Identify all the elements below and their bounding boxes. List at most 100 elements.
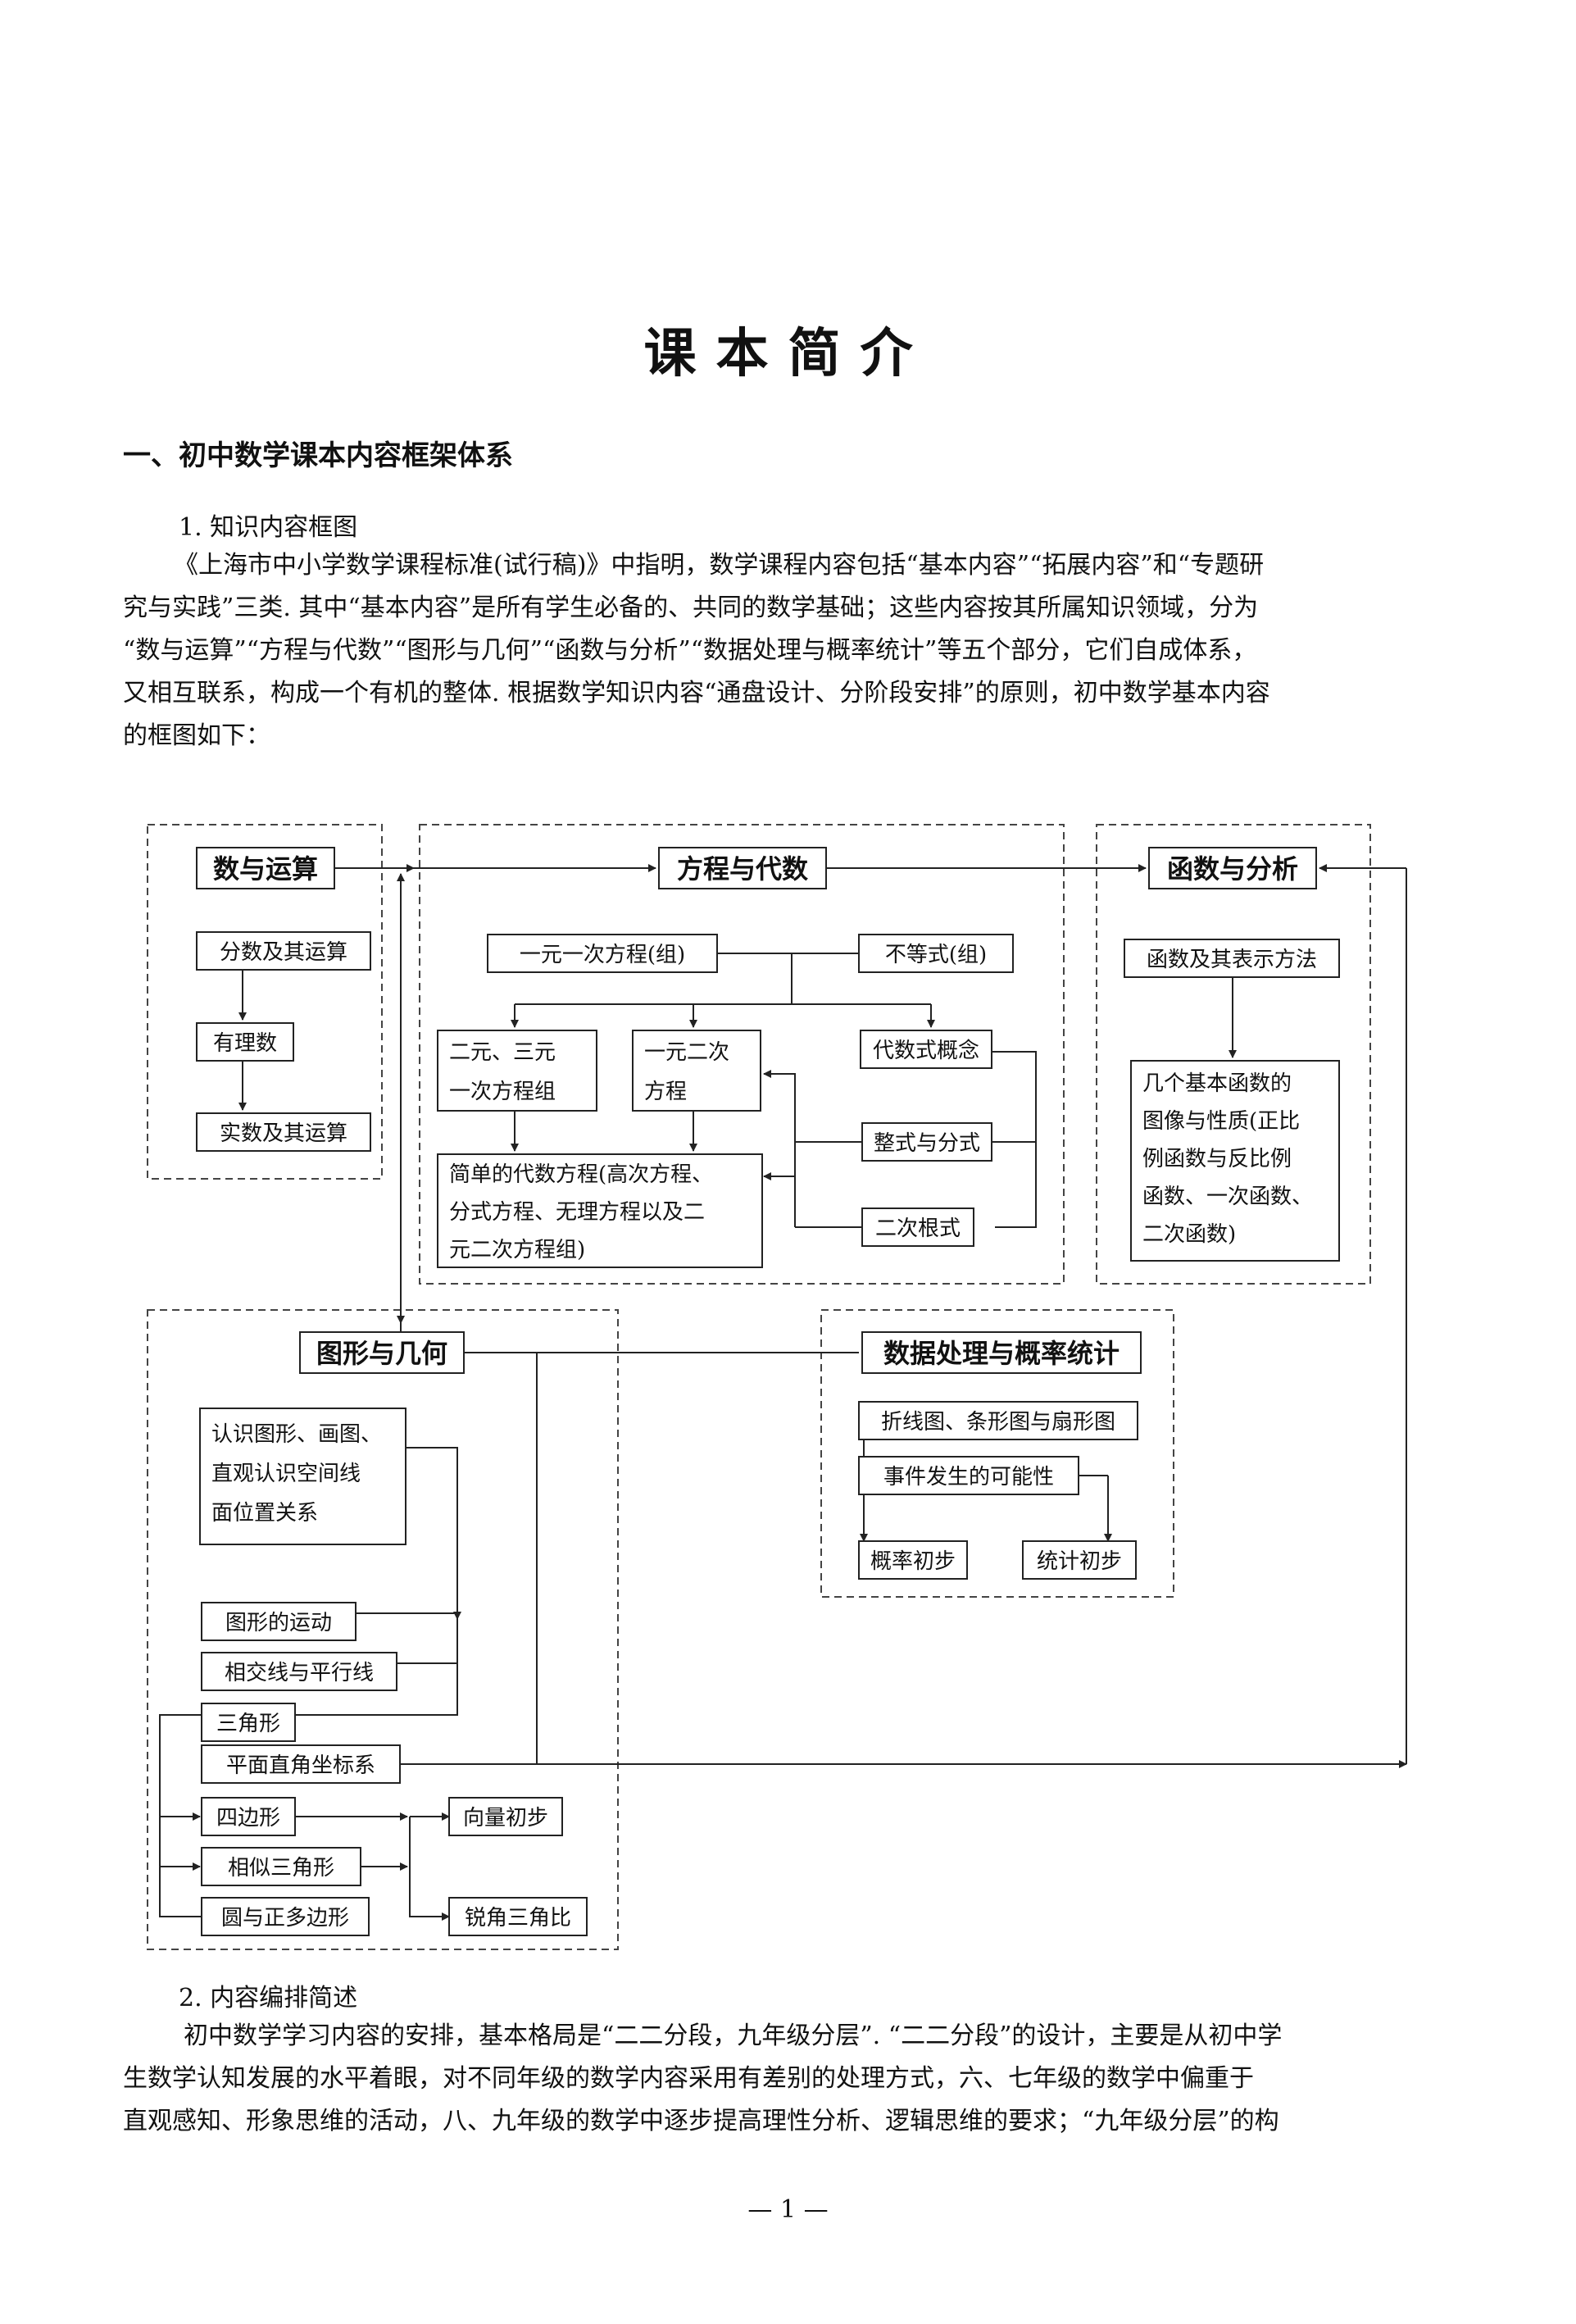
label-similar-triangles: 相似三角形 [228,1856,334,1881]
label-polynomials: 整式与分式 [874,1131,980,1156]
box-statistics-intro: 统计初步 [1022,1540,1137,1580]
label-simple-line1: 简单的代数方程(高次方程、 [449,1162,713,1187]
label-multivar-line1: 二元、三元 [449,1040,556,1065]
arrow-into-quadratic [763,1070,796,1227]
box-recognize-shapes: 认识图形、画图、 直观认识空间线 面位置关系 [199,1408,406,1545]
label-quadrilateral: 四边形 [216,1806,280,1831]
label-fractions: 分数及其运算 [220,940,347,965]
box-simple-equations: 简单的代数方程(高次方程、 分式方程、无理方程以及二 元二次方程组) [437,1153,763,1268]
label-statistics-probability: 数据处理与概率统计 [883,1338,1120,1369]
section-heading: 一、初中数学课本内容框架体系 [123,439,513,472]
box-number-operations: 数与运算 [196,847,335,889]
intro-line: 《上海市中小学数学课程标准(试行稿)》中指明，数学课程内容包括“基本内容”“拓展… [174,551,1265,580]
label-quadratic-line2: 方程 [644,1080,687,1104]
label-event-probability: 事件发生的可能性 [883,1465,1054,1489]
box-vector: 向量初步 [448,1797,563,1836]
label-recognize-line3: 面位置关系 [211,1501,318,1526]
label-triangle: 三角形 [216,1712,280,1736]
label-recognize-line2: 直观认识空间线 [211,1462,361,1486]
label-quadratic-line1: 一元二次 [644,1040,729,1065]
box-circle-polygon: 圆与正多边形 [201,1897,370,1936]
page-title: 课本简介 [643,324,933,384]
label-basic-fn-line2: 图像与性质(正比 [1142,1109,1300,1134]
label-basic-fn-line3: 例函数与反比例 [1142,1147,1292,1171]
region-functions-analysis [1096,824,1371,1285]
subsection-heading-1: 1. 知识内容框图 [179,513,358,542]
label-probability-intro: 概率初步 [870,1549,956,1574]
label-circle-polygon: 圆与正多边形 [221,1906,349,1931]
box-triangle: 三角形 [201,1703,296,1742]
region-geometry [147,1309,619,1950]
box-equations-algebra: 方程与代数 [658,847,827,889]
box-transformations: 图形的运动 [201,1602,357,1641]
label-transformations: 图形的运动 [225,1611,332,1635]
arrow-to-acute [409,1817,450,1921]
box-function-representation: 函数及其表示方法 [1124,939,1340,978]
arrangement-paragraph: 初中数学学习内容的安排，基本格局是“二二分段，九年级分层”. “二二分段”的设计… [123,2015,1430,2143]
label-multivar-line2: 一次方程组 [449,1080,556,1104]
label-linear-equation: 一元一次方程(组) [520,943,685,967]
label-real-numbers: 实数及其运算 [220,1121,347,1146]
box-quadrilateral: 四边形 [201,1797,296,1836]
label-rational: 有理数 [213,1031,277,1056]
label-simple-line3: 元二次方程组) [449,1238,585,1262]
label-radicals: 二次根式 [875,1217,961,1241]
intro-paragraph: 《上海市中小学数学课程标准(试行稿)》中指明，数学课程内容包括“基本内容”“拓展… [123,544,1430,757]
region-number-operations [147,824,383,1180]
intro-line: “数与运算”“方程与代数”“图形与几何”“函数与分析”“数据处理与概率统计”等五… [123,636,1257,665]
box-inequality: 不等式(组) [858,934,1014,973]
label-recognize-line1: 认识图形、画图、 [211,1422,382,1447]
intro-line: 究与实践”三类. 其中“基本内容”是所有学生必备的、共同的数学基础；这些内容按其… [123,594,1259,622]
recognize-right-line [406,1447,458,1607]
box-quadratic: 一元二次 方程 [632,1030,761,1112]
label-statistics-intro: 统计初步 [1037,1549,1122,1574]
label-simple-line2: 分式方程、无理方程以及二 [449,1200,705,1225]
box-probability-intro: 概率初步 [858,1540,968,1580]
region-statistics-probability [820,1309,1174,1598]
box-plane-coordinates: 平面直角坐标系 [201,1744,401,1784]
box-polynomials: 整式与分式 [861,1122,992,1162]
box-similar-triangles: 相似三角形 [201,1847,361,1886]
label-number-operations: 数与运算 [213,853,318,885]
box-charts: 折线图、条形图与扇形图 [858,1401,1138,1440]
box-statistics-probability: 数据处理与概率统计 [861,1331,1142,1374]
label-basic-fn-line1: 几个基本函数的 [1142,1071,1292,1096]
label-basic-fn-line4: 函数、一次函数、 [1142,1185,1313,1209]
label-inequality: 不等式(组) [885,943,987,967]
region-equations-algebra [419,824,1065,1285]
arrangement-line: 生数学认知发展的水平着眼，对不同年级的数学内容采用有差别的处理方式，六、七年级的… [123,2064,1254,2093]
label-charts: 折线图、条形图与扇形图 [881,1410,1115,1435]
intro-line: 又相互联系，构成一个有机的整体. 根据数学知识内容“通盘设计、分阶段安排”的原则… [123,679,1270,707]
down-to-triangle [295,1613,458,1716]
intro-line: 的框图如下： [123,721,270,750]
box-basic-functions: 几个基本函数的 图像与性质(正比 例函数与反比例 函数、一次函数、 二次函数) [1130,1060,1340,1262]
box-geometry: 图形与几何 [299,1331,465,1374]
arrangement-line: 初中数学学习内容的安排，基本格局是“二二分段，九年级分层”. “二二分段”的设计… [184,2022,1283,2050]
label-equations-algebra: 方程与代数 [677,853,809,885]
box-fractions: 分数及其运算 [196,931,371,971]
label-geometry: 图形与几何 [316,1338,447,1369]
box-linear-equation: 一元一次方程(组) [487,934,718,973]
subsection-heading-2: 2. 内容编排简述 [179,1984,358,2012]
label-acute-trig: 锐角三角比 [465,1906,571,1931]
label-plane-coordinates: 平面直角坐标系 [226,1753,375,1778]
arrangement-line: 直观感知、形象思维的活动，八、九年级的数学中逐步提高理性分析、逻辑思维的要求；“… [123,2107,1279,2135]
box-rational: 有理数 [196,1022,294,1062]
label-functions-analysis: 函数与分析 [1167,853,1298,885]
box-parallel-lines: 相交线与平行线 [201,1652,397,1691]
label-basic-fn-line5: 二次函数) [1142,1222,1236,1247]
page-number: — 1 — [747,2195,829,2224]
box-multivar-linear: 二元、三元 一次方程组 [437,1030,597,1112]
box-algebraic-expression: 代数式概念 [860,1030,992,1069]
expression-right-bracket [992,1051,1037,1228]
label-algebraic-expression: 代数式概念 [873,1039,979,1063]
label-function-representation: 函数及其表示方法 [1147,948,1317,972]
box-event-probability: 事件发生的可能性 [858,1456,1079,1495]
box-real-numbers: 实数及其运算 [196,1112,371,1152]
label-vector: 向量初步 [463,1806,548,1831]
label-parallel-lines: 相交线与平行线 [225,1661,374,1685]
box-acute-trig: 锐角三角比 [448,1897,588,1936]
box-radicals: 二次根式 [861,1207,974,1247]
box-functions-analysis: 函数与分析 [1148,847,1317,889]
